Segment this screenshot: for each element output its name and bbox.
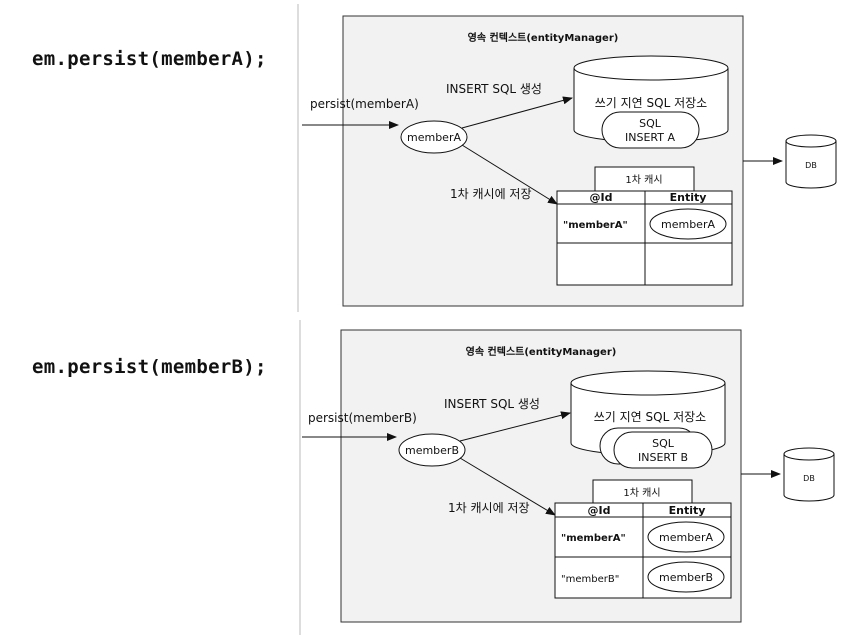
top-panel: 영속 컨텍스트(entityManager) persist(memberA) … xyxy=(302,15,837,307)
member-node xyxy=(400,120,468,154)
db-cylinder xyxy=(785,134,837,189)
cache-row-entity: memberA xyxy=(661,218,715,231)
context-title: 영속 컨텍스트(entityManager) xyxy=(466,345,617,358)
member-node xyxy=(398,433,466,467)
code-persist-member-b: em.persist(memberB); xyxy=(32,356,267,378)
sql-item xyxy=(613,431,713,469)
cache-store-arrow xyxy=(459,457,556,516)
cache-store-label: 1차 캐시에 저장 xyxy=(448,501,530,515)
cache-row-entity-node xyxy=(647,561,725,593)
cache-row-id: "memberA" xyxy=(563,220,628,231)
db-label: DB xyxy=(805,161,817,170)
member-node-label: memberA xyxy=(407,131,461,144)
code-persist-member-a: em.persist(memberA); xyxy=(32,48,267,70)
cache-title: 1차 캐시 xyxy=(623,487,660,499)
cache-row-entity-node xyxy=(647,521,725,553)
cache-col-id: @Id xyxy=(588,504,611,517)
cache-table xyxy=(556,190,733,286)
cache-col-entity: Entity xyxy=(669,504,706,517)
insert-sql-arrow xyxy=(461,96,573,129)
sql-item-line2: INSERT B xyxy=(638,451,688,464)
cache-title: 1차 캐시 xyxy=(625,174,662,186)
cache-store-label: 1차 캐시에 저장 xyxy=(450,187,532,201)
sql-item-line2: INSERT A xyxy=(625,131,675,144)
insert-sql-label: INSERT SQL 생성 xyxy=(446,82,542,96)
bottom-panel: 영속 컨텍스트(entityManager) persist(memberB) … xyxy=(302,329,835,623)
db-cylinder xyxy=(783,447,835,502)
cache-row-entity: memberA xyxy=(659,531,713,544)
insert-sql-label: INSERT SQL 생성 xyxy=(444,397,540,411)
cache-row-id: "memberB" xyxy=(561,574,619,585)
cache-row-id: "memberA" xyxy=(561,533,626,544)
context-title: 영속 컨텍스트(entityManager) xyxy=(468,31,619,44)
cache-row-entity-node xyxy=(649,208,727,240)
db-label: DB xyxy=(803,474,815,483)
cache-col-entity: Entity xyxy=(670,191,707,204)
insert-sql-arrow xyxy=(459,411,571,442)
persist-call-label: persist(memberB) xyxy=(308,411,417,425)
sql-item-line1: SQL xyxy=(639,117,662,130)
sql-item xyxy=(601,111,700,149)
sql-store-title: 쓰기 지연 SQL 저장소 xyxy=(595,96,707,110)
sql-store-title: 쓰기 지연 SQL 저장소 xyxy=(594,410,706,424)
cache-col-id: @Id xyxy=(590,191,613,204)
persist-call-label: persist(memberA) xyxy=(310,97,419,111)
cache-title-box xyxy=(594,166,695,192)
member-node-label: memberB xyxy=(405,444,459,457)
cache-row-entity: memberB xyxy=(659,571,713,584)
sql-item-line1: SQL xyxy=(652,437,675,450)
cache-title-box xyxy=(592,479,693,505)
cache-store-arrow xyxy=(461,144,558,205)
